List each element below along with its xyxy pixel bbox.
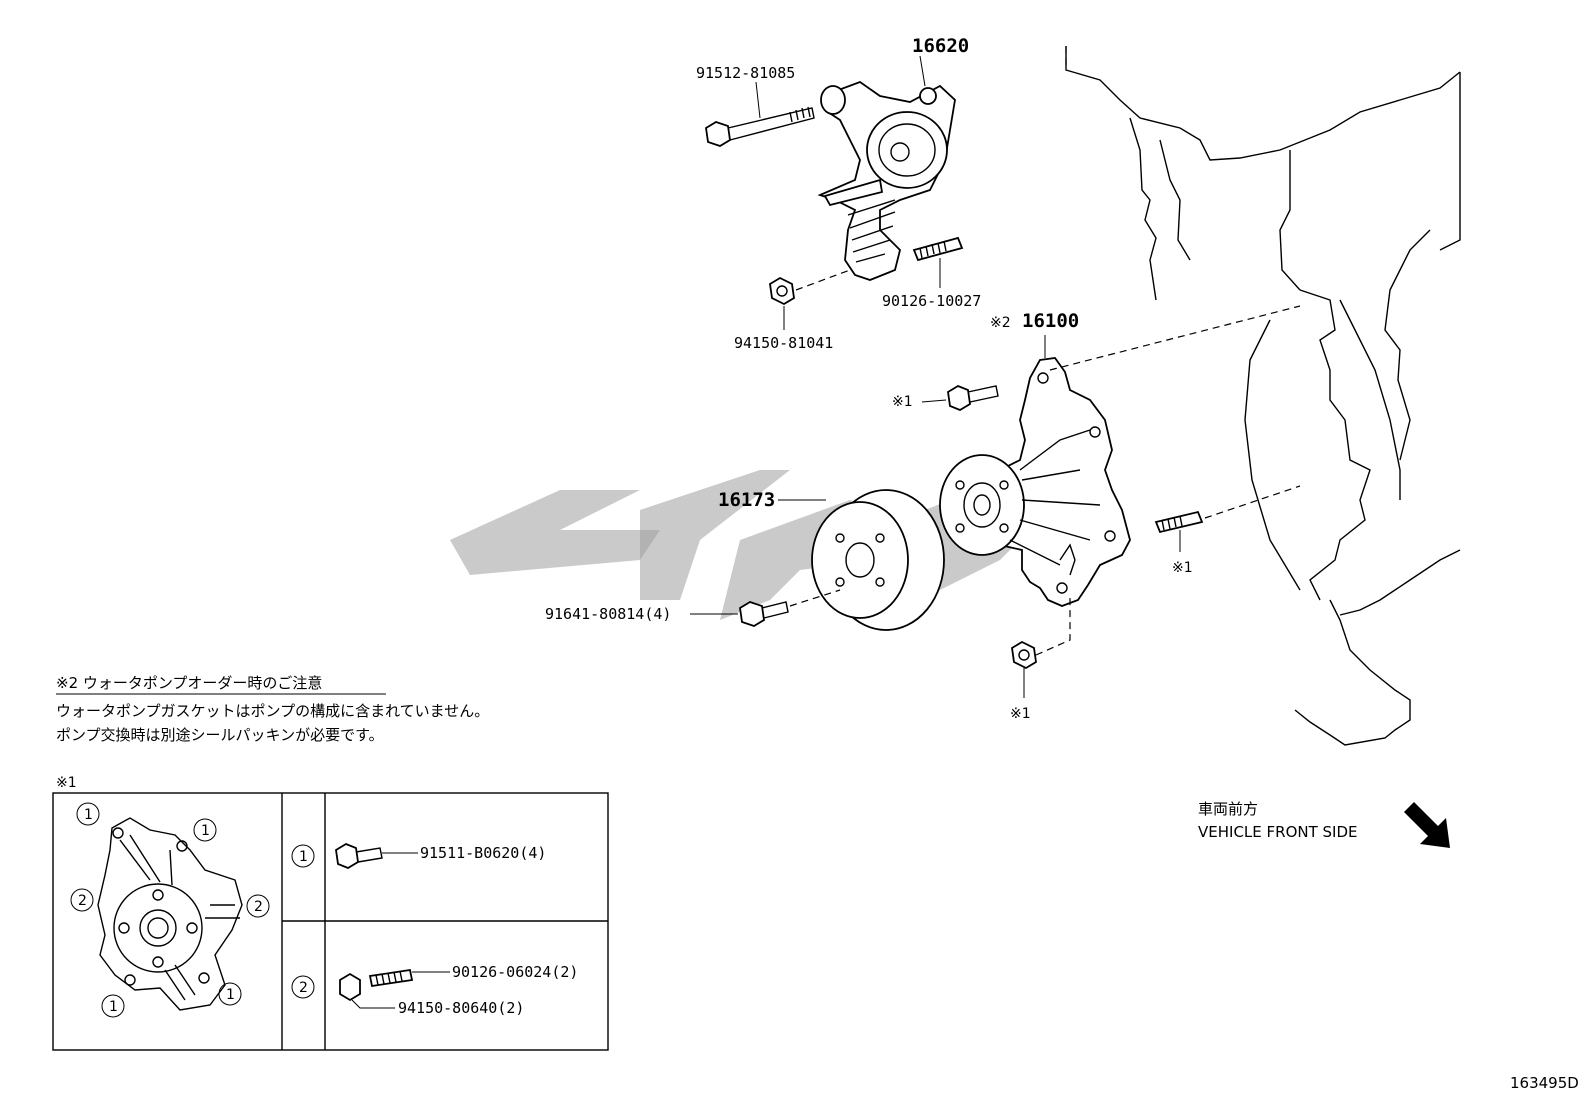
note-block: ※2 ウォータポンプオーダー時のご注意 ウォータポンプガスケットはポンプの構成に… <box>56 674 489 744</box>
note-line2: ポンプ交換時は別途シールパッキンが必要です。 <box>56 726 384 744</box>
table-row1-index: 1 <box>299 849 308 865</box>
nut-94150-81041 <box>769 276 795 306</box>
pulley-dashline <box>789 589 841 607</box>
label-91512-81085: 91512-81085 <box>696 64 795 82</box>
stud-90126-10027 <box>912 236 964 262</box>
direction-en: VEHICLE FRONT SIDE <box>1198 823 1358 841</box>
table-row2-part-b: 94150-80640(2) <box>398 999 524 1017</box>
sketch-callout-1a: 1 <box>84 807 93 823</box>
label-16620: 16620 <box>912 35 969 57</box>
label-90126-10027: 90126-10027 <box>882 292 981 310</box>
engine-block-outline <box>1065 46 1461 746</box>
bolt-mark1-upper <box>947 384 999 412</box>
sketch-callout-1d: 1 <box>226 987 235 1003</box>
label-mark2: ※2 <box>990 315 1011 331</box>
nut-mark1-lower <box>1011 640 1037 670</box>
vehicle-direction: 車両前方 VEHICLE FRONT SIDE <box>1198 800 1450 848</box>
direction-jp: 車両前方 <box>1198 800 1258 818</box>
nut-dashline <box>795 269 851 291</box>
arrow-down-right-icon <box>1404 802 1450 848</box>
pulley <box>811 489 945 631</box>
label-94150-81041: 94150-81041 <box>734 334 833 352</box>
sketch-callout-2a: 2 <box>78 893 87 909</box>
table-row2-index: 2 <box>299 980 308 996</box>
stud-mark1-right <box>1154 510 1204 534</box>
table-mark: ※1 <box>56 775 77 791</box>
detail-table: ※1 1 1 2 2 1 <box>52 775 609 1051</box>
bolt-91512-81085 <box>705 106 815 147</box>
table-pump-sketch: 1 1 2 2 1 1 <box>70 802 270 1018</box>
note-line1: ウォータポンプガスケットはポンプの構成に含まれていません。 <box>56 702 489 720</box>
sketch-callout-1b: 1 <box>201 823 210 839</box>
note-heading: ※2 ウォータポンプオーダー時のご注意 <box>56 674 322 692</box>
sketch-callout-2b: 2 <box>254 899 263 915</box>
water-pump-dashlines <box>1035 305 1301 656</box>
table-row2-part-a: 90126-06024(2) <box>452 963 578 981</box>
leader-mark1-upper <box>921 399 947 403</box>
tensioner-assembly <box>817 80 956 281</box>
label-mark1-right: ※1 <box>1172 560 1193 576</box>
leader-16620 <box>919 55 926 87</box>
label-mark1-lower: ※1 <box>1010 706 1031 722</box>
label-91641-80814: 91641-80814(4) <box>545 605 671 623</box>
diagram-id: 163495D <box>1510 1074 1579 1092</box>
label-16100: 16100 <box>1022 310 1079 332</box>
label-16173: 16173 <box>718 489 775 511</box>
label-mark1-upper: ※1 <box>892 394 913 410</box>
leader-91512 <box>755 81 761 119</box>
table-row1-part: 91511-B0620(4) <box>420 844 546 862</box>
sketch-callout-1c: 1 <box>109 999 118 1015</box>
water-pump <box>939 357 1131 607</box>
bolt-91641-80814 <box>739 601 789 627</box>
